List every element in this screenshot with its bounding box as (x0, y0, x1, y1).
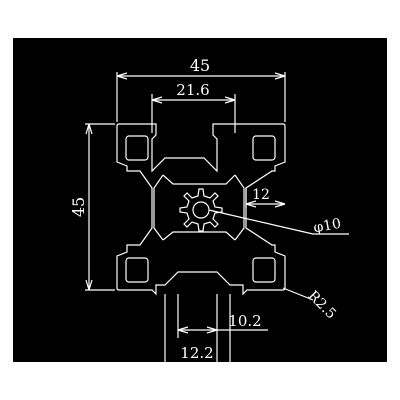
cavity-bottom-right (252, 257, 276, 283)
profile-outline (116, 123, 286, 296)
dim-10-2-arrow-right (206, 326, 218, 334)
drawing-background (13, 38, 387, 362)
drawing-canvas: 45 21.6 45 12 φ10 R2.5 10.2 12.2 (13, 38, 387, 362)
cavity-top-left (125, 135, 149, 161)
dim-21-6-label: 21.6 (176, 81, 209, 99)
dim-45-left-arrow-bottom (85, 279, 93, 291)
dim-r2-5-leader (282, 287, 314, 301)
dim-10-2-arrow-left (177, 326, 189, 334)
dim-45-top-arrow-left (116, 72, 128, 80)
dim-10-2-label: 10.2 (228, 312, 261, 330)
dim-21-6-arrow-right (224, 96, 236, 104)
cavity-top-right (252, 135, 276, 161)
dim-12-arrow-left (245, 200, 257, 208)
dim-21-6-arrow-left (151, 96, 163, 104)
dim-phi10-leader (208, 209, 314, 235)
dim-phi10-label: φ10 (312, 216, 342, 237)
dim-45-left-arrow-top (85, 123, 93, 135)
center-bore (179, 188, 223, 232)
cavity-bottom-left (125, 257, 149, 283)
dim-12-arrow-right (274, 200, 286, 208)
dim-12-2-label: 12.2 (180, 344, 213, 362)
dim-45-left-label: 45 (69, 197, 88, 217)
inner-web-outline (153, 174, 245, 241)
dim-45-top-arrow-right (274, 72, 286, 80)
dim-12-label: 12 (252, 187, 270, 203)
profile-drawing: 45 21.6 45 12 φ10 R2.5 10.2 12.2 (13, 38, 387, 362)
dim-45-top-label: 45 (190, 56, 210, 75)
